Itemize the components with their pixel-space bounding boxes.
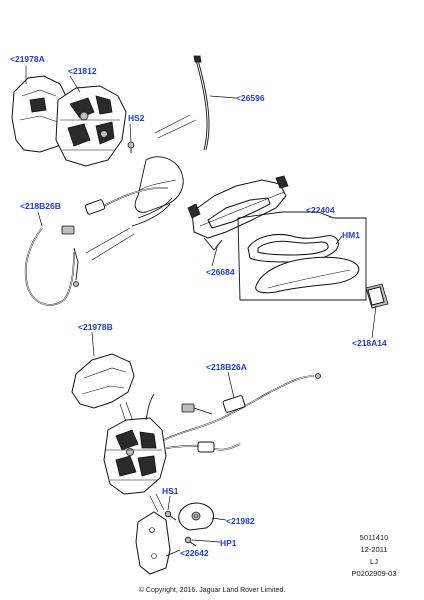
plate-22642[interactable] — [135, 511, 171, 575]
label-22404[interactable]: <22404 — [306, 205, 335, 215]
screw-hs1[interactable] — [164, 510, 177, 521]
ref-code-2: 12-2011 — [361, 545, 388, 554]
ref-code-3: LJ — [370, 557, 378, 566]
label-hp1[interactable]: HP1 — [220, 538, 237, 548]
handle-frame-26684[interactable] — [187, 175, 289, 251]
cable-218b26b[interactable] — [24, 186, 169, 306]
label-hm1[interactable]: HM1 — [342, 230, 360, 240]
copyright-notice: © Copyright, 2016. Jaguar Land Rover Lim… — [139, 586, 285, 594]
label-21978b[interactable]: <21978B — [78, 322, 113, 332]
handle-kit-22404[interactable] — [237, 211, 367, 301]
label-21812[interactable]: <21812 — [68, 66, 97, 76]
striker-21982[interactable] — [178, 502, 214, 531]
label-21978a[interactable]: <21978A — [10, 54, 45, 64]
ref-code-1: 5011410 — [360, 533, 389, 542]
ref-code-4: P0202909-03 — [351, 569, 396, 578]
label-22642[interactable]: <22642 — [180, 548, 209, 558]
label-26684[interactable]: <26684 — [206, 267, 235, 277]
lock-cover-21978b[interactable] — [71, 353, 135, 409]
label-hs1[interactable]: HS1 — [162, 486, 179, 496]
cable-218b26a[interactable] — [163, 373, 321, 453]
exterior-handle-outline — [131, 156, 184, 227]
label-218b26a[interactable]: <218B26A — [206, 362, 247, 372]
door-latch-lower[interactable] — [103, 393, 167, 495]
screw-hs2[interactable] — [127, 141, 135, 153]
door-latch-21812[interactable] — [55, 85, 127, 167]
label-218b26b[interactable]: <218B26B — [20, 201, 61, 211]
label-21982[interactable]: <21982 — [226, 516, 255, 526]
label-218a14[interactable]: <218A14 — [352, 338, 387, 348]
keyhole-cap-218a14[interactable] — [365, 283, 389, 309]
rod-26596[interactable] — [193, 55, 210, 151]
label-26596[interactable]: <26596 — [236, 93, 265, 103]
pin-hp1[interactable] — [184, 536, 197, 547]
label-hs2[interactable]: HS2 — [128, 113, 145, 123]
